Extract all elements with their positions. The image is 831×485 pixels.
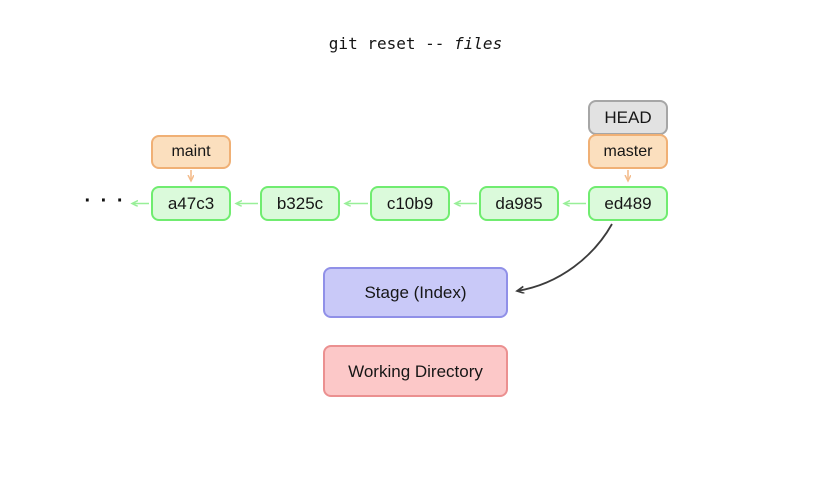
commit-label: a47c3 [167,194,215,213]
diagram-title: git reset -- files [0,34,831,53]
commit-label: ed489 [604,194,652,213]
working-directory-box: Working Directory [323,345,508,397]
commit-da985: da985 [479,186,559,221]
commit-a47c3: a47c3 [151,186,231,221]
branch-master-label: master [603,142,653,160]
head-label: HEAD [604,108,652,127]
branch-maint-box: maint [151,135,231,169]
stage-index-label: Stage (Index) [364,283,467,302]
commit-c10b9: c10b9 [370,186,450,221]
commit-label: c10b9 [386,194,434,213]
reset-arrow-ed489-stage [517,223,613,291]
working-directory-label: Working Directory [348,361,483,381]
commit-b325c: b325c [260,186,340,221]
title-operand: files [454,34,503,53]
commit-ed489: ed489 [588,186,668,221]
commit-label: da985 [495,194,543,213]
branch-master-box: master [588,134,668,169]
commit-label: b325c [276,194,324,213]
head-box: HEAD [588,100,668,135]
stage-index-box: Stage (Index) [323,267,508,318]
branch-maint-label: maint [171,143,211,160]
title-command: git reset -- [328,34,455,53]
history-ellipsis: · · · [84,190,126,212]
